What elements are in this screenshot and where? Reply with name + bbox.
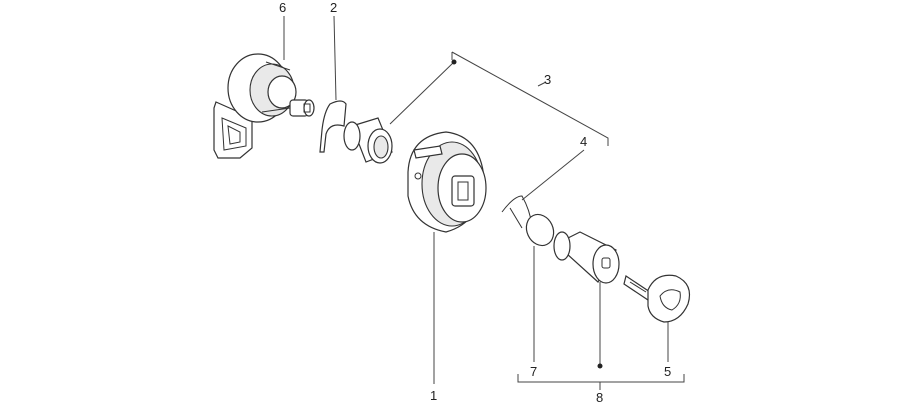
- callout-8: 8: [596, 390, 603, 404]
- callout-2: 2: [330, 0, 337, 15]
- callout-6: 6: [279, 0, 286, 15]
- part-6-switch-body: [213, 53, 315, 159]
- part-3-cylinder-sleeve: [343, 117, 393, 164]
- callout-labels: 6 2 3 4 1 7 5 8: [279, 0, 671, 404]
- leader-lines: [283, 15, 685, 390]
- callout-7: 7: [530, 364, 537, 379]
- part-2-spring-clip: [319, 100, 347, 153]
- part-1-cover-cap: [407, 131, 487, 233]
- callout-1: 1: [430, 388, 437, 403]
- part-5-key: [623, 274, 691, 323]
- callout-5: 5: [664, 364, 671, 379]
- callout-3: 3: [544, 72, 551, 87]
- leader-dots: [451, 59, 603, 369]
- part-8-lock-barrel: [553, 231, 620, 284]
- part-7-washer: [525, 213, 555, 247]
- callout-4: 4: [580, 134, 587, 149]
